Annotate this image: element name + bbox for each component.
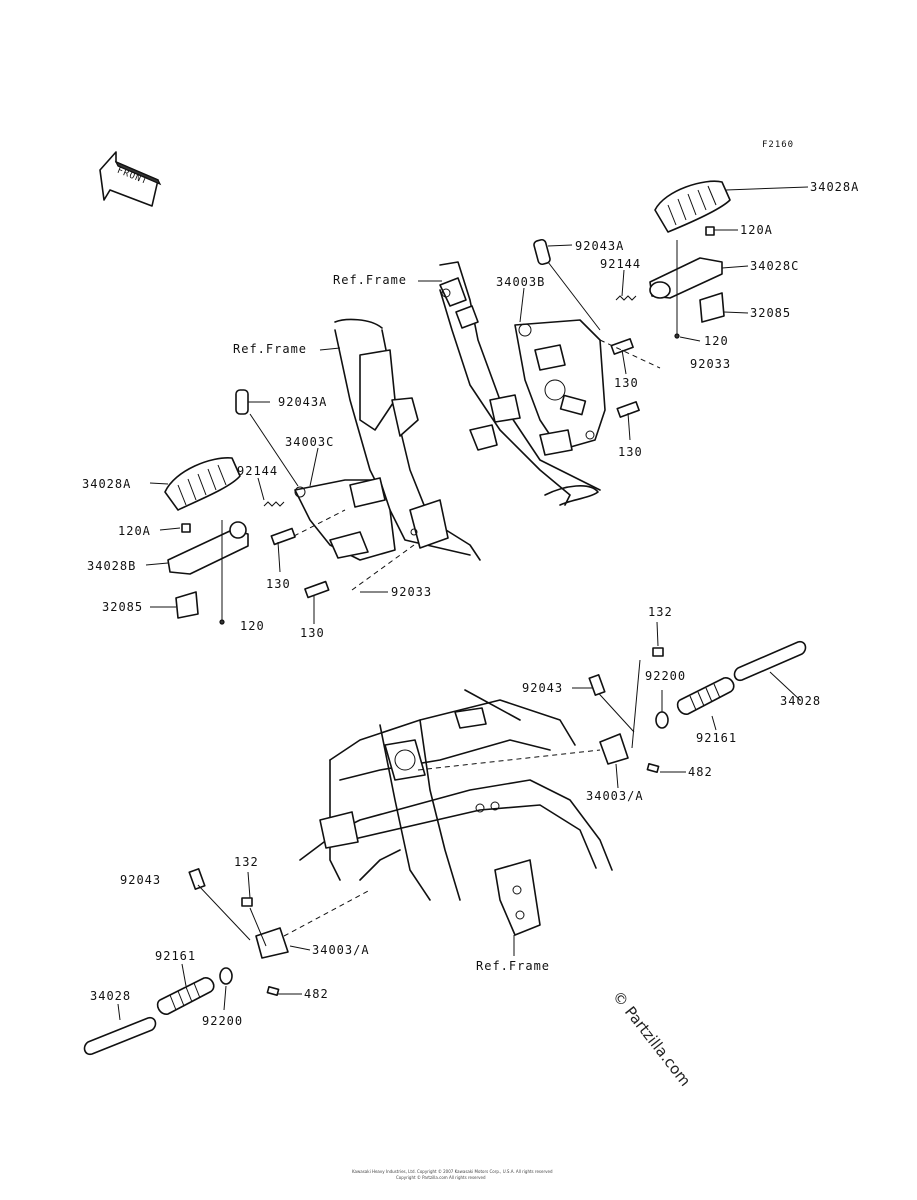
label-92033-left: 92033 <box>391 585 432 599</box>
label-92144-right: 92144 <box>600 257 641 271</box>
label-130-left-b: 130 <box>300 626 325 640</box>
label-92144-left: 92144 <box>237 464 278 478</box>
copyright-block: Kawasaki Heavy Industries, Ltd. Copyrigh… <box>352 1169 553 1180</box>
figure-code: F2160 <box>762 140 794 150</box>
watermark: © Partzilla.com <box>609 987 694 1089</box>
left-rear-footpeg <box>164 457 249 625</box>
label-ref-frame-top-right: Ref.Frame <box>333 273 407 287</box>
leader-lines <box>117 186 809 1021</box>
label-34028C: 34028C <box>750 259 799 273</box>
main-frame <box>299 689 613 936</box>
label-130-right-b: 130 <box>618 445 643 459</box>
copyright-line-1: Kawasaki Heavy Industries, Ltd. Copyrigh… <box>352 1169 553 1174</box>
label-92033-right: 92033 <box>690 357 731 371</box>
label-120-right: 120 <box>704 334 729 348</box>
label-ref-frame-top-left: Ref.Frame <box>233 342 307 356</box>
label-132-left: 132 <box>234 855 259 869</box>
label-120A-left: 120A <box>118 524 151 538</box>
label-120-left: 120 <box>240 619 265 633</box>
left-front-footpeg <box>83 868 371 1056</box>
label-92161-left: 92161 <box>155 949 196 963</box>
label-34003B: 34003B <box>496 275 545 289</box>
label-92043A-right: 92043A <box>575 239 624 253</box>
label-132-right: 132 <box>648 605 673 619</box>
copyright-line-2: Copyright © Partzilla.com All rights res… <box>396 1175 486 1180</box>
label-130-right-a: 130 <box>614 376 639 390</box>
label-34003A-left: 34003/A <box>312 943 370 957</box>
label-34028B: 34028B <box>87 559 136 573</box>
label-32085-right: 32085 <box>750 306 791 320</box>
label-92043-left: 92043 <box>120 873 161 887</box>
left-rear-bracket-assembly <box>235 318 481 599</box>
label-34028-right: 34028 <box>780 694 821 708</box>
front-arrow-icon: FRONT <box>99 151 162 207</box>
label-482-left: 482 <box>304 987 329 1001</box>
right-rear-footpeg <box>649 180 731 339</box>
label-92043-right: 92043 <box>522 681 563 695</box>
label-92161-right: 92161 <box>696 731 737 745</box>
label-34028A-right: 34028A <box>810 180 859 194</box>
label-92200-left: 92200 <box>202 1014 243 1028</box>
label-34003A-right: 34003/A <box>586 789 644 803</box>
label-32085-left: 32085 <box>102 600 143 614</box>
label-92043A-left: 92043A <box>278 395 327 409</box>
label-130-left-a: 130 <box>266 577 291 591</box>
label-34003C: 34003C <box>285 435 334 449</box>
label-34028A-left: 34028A <box>82 477 131 491</box>
label-92200-right: 92200 <box>645 669 686 683</box>
right-rear-bracket-assembly <box>439 238 661 506</box>
label-120A-right: 120A <box>740 223 773 237</box>
label-ref-frame-bottom: Ref.Frame <box>476 959 550 973</box>
label-482-right: 482 <box>688 765 713 779</box>
part-labels: 34028A 120A 92043A 92144 34028C Ref.Fram… <box>82 180 859 1028</box>
right-front-footpeg <box>417 640 807 773</box>
label-34028-left: 34028 <box>90 989 131 1003</box>
